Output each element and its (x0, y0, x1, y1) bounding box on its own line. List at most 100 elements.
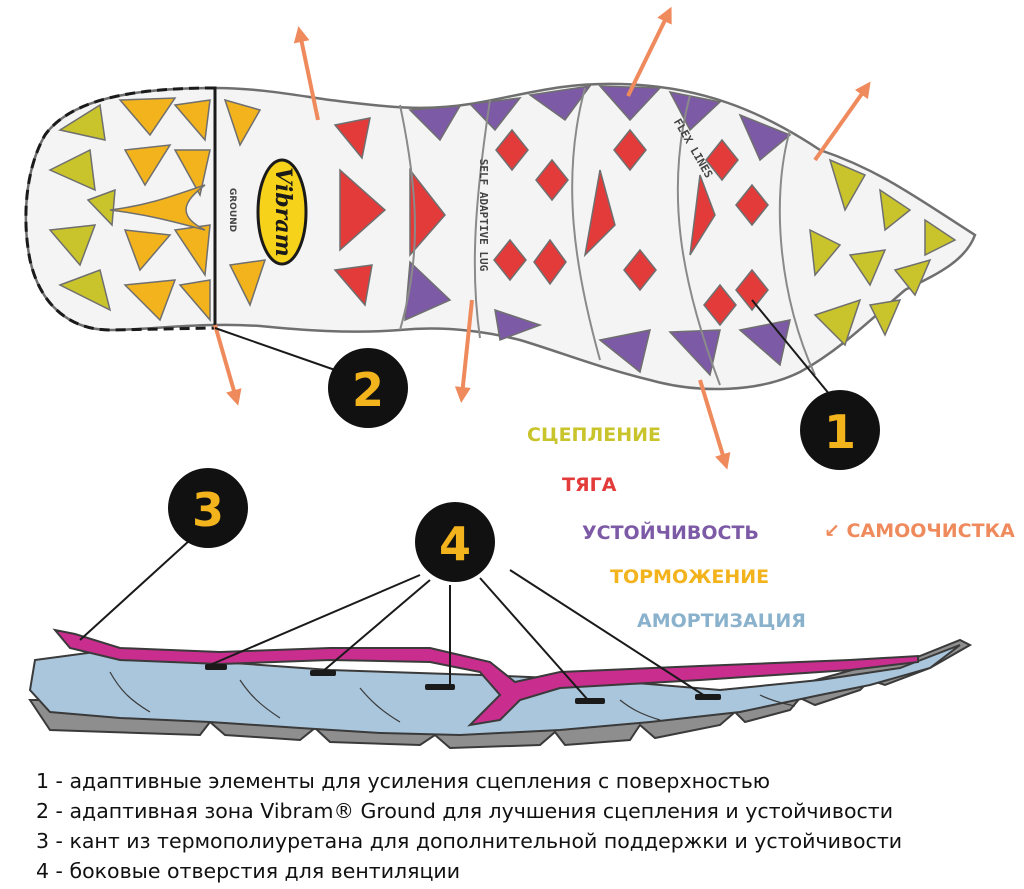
grip-lug (58, 269, 112, 312)
legend-braking: ТОРМОЖЕНИЕ (610, 566, 770, 588)
traction-lug (495, 128, 529, 172)
braking-lug (118, 97, 177, 137)
traction-lug (533, 238, 567, 286)
note-1: 1 - адаптивные элементы для усиления сце… (36, 769, 771, 793)
heel-braking-lugs (118, 97, 267, 323)
legend-traction: ТЯГА (562, 474, 617, 496)
callout-2-badge (328, 348, 408, 428)
stability-lug (668, 329, 721, 377)
grip-lug (58, 103, 106, 141)
grip-lug (893, 258, 932, 297)
flex-lines (399, 87, 816, 386)
braking-lug (173, 149, 211, 198)
side-tpu-band (52, 628, 919, 727)
vent-hole (425, 684, 455, 690)
braking-lug (123, 229, 172, 272)
groove-line (109, 671, 151, 713)
stability-lug (598, 329, 652, 374)
ground-zone-outline (24, 86, 217, 332)
leader-line-4a (209, 574, 421, 666)
vent-hole (205, 664, 227, 670)
braking-lug (228, 259, 267, 307)
side-vents (205, 664, 721, 704)
ground-label: GROUND (227, 188, 237, 232)
stability-lugs (404, 84, 792, 377)
traction-lug (493, 238, 527, 282)
traction-lug (333, 117, 371, 160)
leader-line-4d (479, 577, 589, 701)
self-cleaning-arrow (626, 6, 672, 97)
note-4: 4 - боковые отверстия для вентиляции (36, 859, 461, 883)
callout-1-badge (800, 390, 880, 470)
callout-3-badge (168, 468, 248, 548)
self-cleaning-arrows (213, 6, 871, 470)
callout-2: 2 (328, 348, 408, 428)
traction-lug (339, 168, 387, 252)
grip-lug (48, 224, 97, 267)
braking-lug (178, 279, 211, 323)
heel-spine (109, 184, 206, 231)
vent-hole (310, 670, 336, 676)
callout-4: 4 (415, 502, 495, 582)
leader-line-1 (751, 299, 831, 396)
callout-leaders (79, 299, 831, 701)
vibram-logo-badge (256, 158, 308, 266)
groove-line (359, 687, 401, 723)
callout-3-number: 3 (192, 483, 224, 537)
grip-lug (48, 148, 96, 192)
vibram-logo: Vibram (256, 158, 308, 266)
traction-lug (735, 183, 769, 227)
self-adaptive-lug-label: SELF ADAPTIVE LUG (477, 159, 490, 272)
flex-line (676, 94, 721, 386)
side-profile (28, 628, 973, 750)
traction-lug (703, 283, 737, 327)
toe-grip-lugs (809, 158, 957, 347)
traction-lug (535, 158, 569, 202)
vent-hole (695, 694, 721, 700)
groove-line (759, 694, 796, 707)
self-cleaning-arrow (454, 299, 474, 403)
flex-line (399, 104, 416, 331)
stability-lug (598, 85, 662, 122)
midfoot-traction-lugs (333, 117, 716, 307)
legend-self-cleaning: ↙ САМООЧИСТКА (824, 520, 1015, 542)
heel-grip-lugs (48, 103, 116, 312)
callout-2-number: 2 (352, 363, 384, 417)
braking-lug (123, 144, 172, 187)
callout-4-number: 4 (439, 517, 471, 571)
stability-lug (404, 260, 452, 322)
callout-4-badge (415, 502, 495, 582)
flex-line (571, 87, 601, 361)
stability-lug (668, 90, 722, 132)
callout-1-number: 1 (824, 405, 856, 459)
legend-grip: СЦЕПЛЕНИЕ (527, 424, 661, 446)
note-3: 3 - кант из термополиуретана для дополни… (36, 829, 903, 853)
grip-lug (828, 158, 867, 212)
grip-lug (86, 188, 116, 227)
braking-lug (123, 279, 177, 322)
braking-lug (173, 99, 211, 142)
vent-hole (575, 698, 605, 704)
self-cleaning-arrow (213, 324, 242, 406)
leader-line-4b (321, 579, 431, 673)
traction-lug (613, 128, 647, 172)
grip-lug (809, 228, 842, 277)
self-cleaning-arrow (293, 26, 320, 121)
traction-lug (623, 248, 657, 292)
traction-lug (735, 268, 769, 312)
grip-lug (868, 299, 902, 337)
grip-lug (813, 298, 862, 347)
stability-lug (494, 308, 543, 342)
traction-lug (333, 264, 373, 307)
flex-line (778, 129, 816, 376)
callout-3: 3 (168, 468, 248, 548)
groove-line (619, 699, 661, 721)
numbered-notes: 1 - адаптивные элементы для усиления сце… (36, 766, 1016, 886)
vibram-logo-text: Vibram (270, 167, 296, 257)
outsole-top-view: Vibram GROUND (24, 82, 977, 391)
callout-badges: 1 2 3 4 (168, 348, 880, 582)
note-2: 2 - адаптивная зона Vibram® Ground для л… (36, 799, 894, 823)
traction-lug (583, 169, 616, 258)
braking-lug (173, 224, 211, 278)
